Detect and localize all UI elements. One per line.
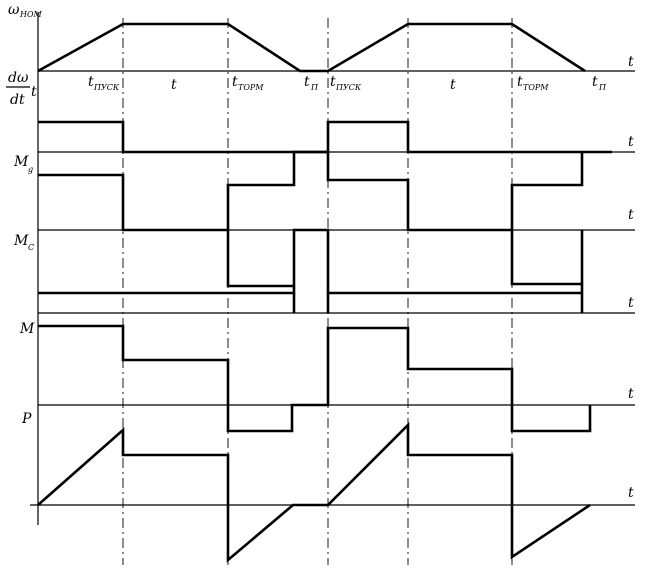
t-start-label-1: t — [88, 74, 94, 90]
deriv-numerator: dω — [8, 70, 29, 86]
accel-curve — [38, 120, 612, 154]
m-static-brake-1 — [226, 230, 294, 288]
omega-label: ω — [8, 2, 20, 18]
axis-power-t: t — [628, 485, 634, 501]
m-static-sub-label: C — [28, 243, 34, 252]
power-curve — [37, 421, 591, 563]
t-steady-label-1: t — [171, 77, 177, 93]
speed-curve — [37, 22, 586, 73]
t-pause-sub-2: П — [598, 83, 607, 92]
m-static-label: M — [13, 233, 29, 249]
omega-sub-label: НОМ — [19, 10, 43, 19]
t-pause-label-2: t — [592, 74, 598, 90]
axis-m-dyn-t: t — [628, 207, 634, 223]
m-dyn-sub-label: g — [28, 165, 33, 174]
axis-m-static-t: t — [628, 295, 634, 311]
deriv-t-label: t — [31, 84, 37, 100]
axis-accel-t: t — [628, 134, 634, 150]
deriv-denominator: dt — [10, 92, 25, 108]
t-pause-sub-1: П — [310, 83, 319, 92]
axis-omega-t: t — [628, 54, 634, 70]
m-static-brake-2 — [510, 230, 582, 286]
t-steady-label-2: t — [450, 77, 456, 93]
t-pause-label-1: t — [304, 74, 310, 90]
m-dyn-curve — [38, 150, 584, 232]
axis-m-total-t: t — [628, 386, 634, 402]
m-total-label: M — [19, 321, 35, 337]
power-label: P — [21, 411, 32, 427]
t-brake-sub-2: ТОРМ — [523, 83, 549, 92]
t-brake-sub-1: ТОРМ — [238, 83, 264, 92]
t-brake-label-1: t — [232, 74, 238, 90]
t-start-label-2: t — [330, 74, 336, 90]
m-total-curve — [38, 324, 592, 433]
m-dyn-label: M — [13, 154, 29, 170]
t-start-sub-1: ПУСК — [93, 83, 120, 92]
m-static-curve — [38, 228, 584, 313]
t-start-sub-2: ПУСК — [335, 83, 362, 92]
t-brake-label-2: t — [517, 74, 523, 90]
